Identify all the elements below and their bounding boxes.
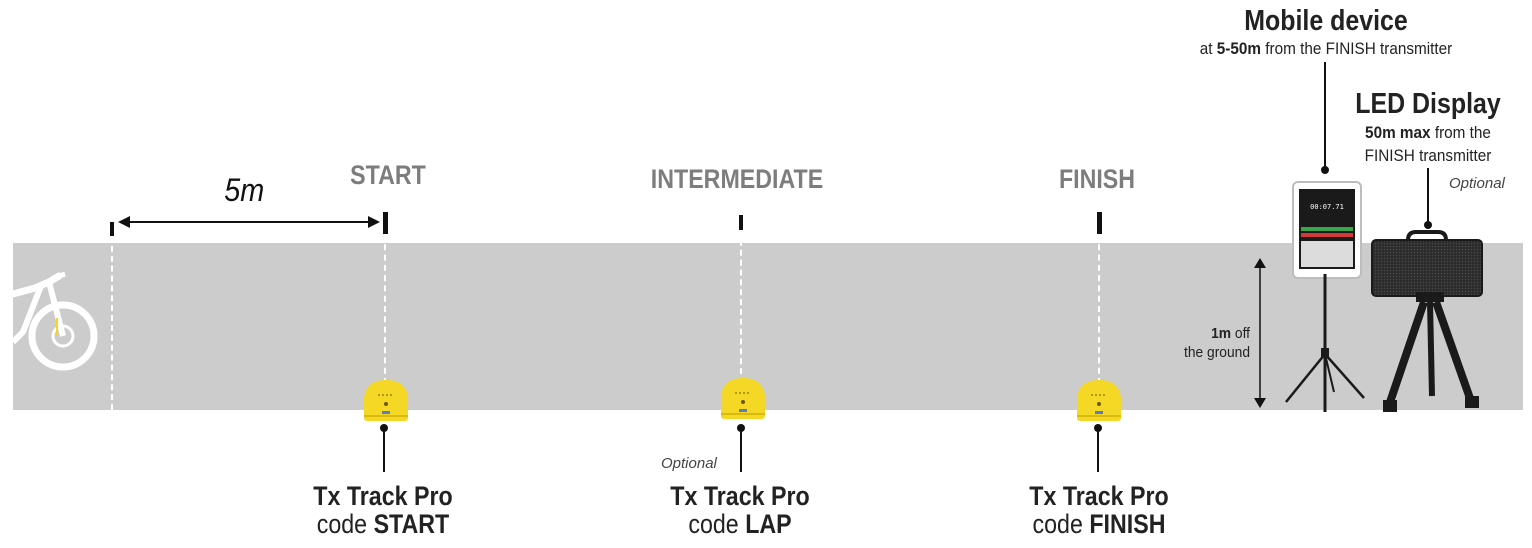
tablet-screen-row-red bbox=[1301, 233, 1353, 237]
led-panel bbox=[1371, 230, 1483, 297]
height-rest: off bbox=[1234, 325, 1250, 342]
tablet-tripod bbox=[1285, 274, 1365, 412]
mobile-device-subtitle: at 5-50m from the FINISH transmitter bbox=[1199, 39, 1453, 58]
led-display-leader bbox=[1427, 168, 1429, 223]
transmitter-start-leader bbox=[383, 428, 385, 472]
tablet-screen-time: 00:07.71 bbox=[1310, 203, 1344, 211]
height-arrow bbox=[1254, 258, 1266, 408]
start-label: START bbox=[350, 160, 426, 190]
intermediate-mark bbox=[739, 215, 743, 230]
tablet-screen-table bbox=[1301, 241, 1353, 267]
transmitter-finish-leader bbox=[1097, 428, 1099, 472]
start-mark bbox=[383, 212, 388, 234]
transmitter-finish-device bbox=[1077, 380, 1121, 421]
bicycle-icon bbox=[13, 272, 98, 371]
finish-label: FINISH bbox=[1058, 164, 1136, 194]
transmitter-lap-code: code LAP bbox=[688, 509, 792, 539]
height-label: 1m off the ground bbox=[1176, 324, 1250, 362]
finish-mark bbox=[1097, 212, 1102, 234]
led-display-line2: FINISH transmitter bbox=[1364, 146, 1492, 165]
reference-mark bbox=[110, 222, 114, 236]
tablet-screen: 00:07.71 bbox=[1299, 189, 1355, 269]
height-line2: the ground bbox=[1184, 344, 1250, 361]
distance-arrow bbox=[118, 216, 380, 228]
led-display-line1: 50m max from the bbox=[1365, 123, 1491, 142]
transmitter-lap-leader bbox=[740, 428, 742, 472]
transmitter-finish-title: Tx Track Pro bbox=[1029, 481, 1169, 511]
led-tripod bbox=[1383, 292, 1479, 412]
tablet-screen-row-green bbox=[1301, 227, 1353, 231]
transmitter-lap-note: Optional bbox=[661, 455, 717, 472]
transmitter-start-device bbox=[364, 380, 408, 421]
transmitter-start-title: Tx Track Pro bbox=[313, 481, 453, 511]
transmitter-finish-code: code FINISH bbox=[1032, 509, 1166, 539]
intermediate-label: INTERMEDIATE bbox=[650, 164, 824, 194]
led-display-note: Optional bbox=[1449, 175, 1505, 192]
height-value: 1m bbox=[1211, 325, 1232, 342]
led-display-title: LED Display bbox=[1355, 88, 1501, 120]
intermediate-gate-line bbox=[740, 230, 742, 384]
tablet-device: 00:07.71 bbox=[1292, 181, 1362, 279]
track-area bbox=[13, 243, 1523, 410]
mobile-device-title: Mobile device bbox=[1244, 5, 1408, 37]
led-display-dot bbox=[1424, 221, 1432, 229]
mobile-device-dot bbox=[1321, 166, 1329, 174]
start-gate-line bbox=[384, 234, 386, 384]
start-reference-line bbox=[111, 236, 113, 410]
transmitter-lap-device bbox=[721, 378, 765, 419]
transmitter-start-code: code START bbox=[316, 509, 450, 539]
finish-gate-line bbox=[1098, 234, 1100, 384]
transmitter-lap-title: Tx Track Pro bbox=[670, 481, 810, 511]
mobile-device-leader bbox=[1324, 62, 1326, 168]
distance-label: 5m bbox=[224, 172, 265, 208]
